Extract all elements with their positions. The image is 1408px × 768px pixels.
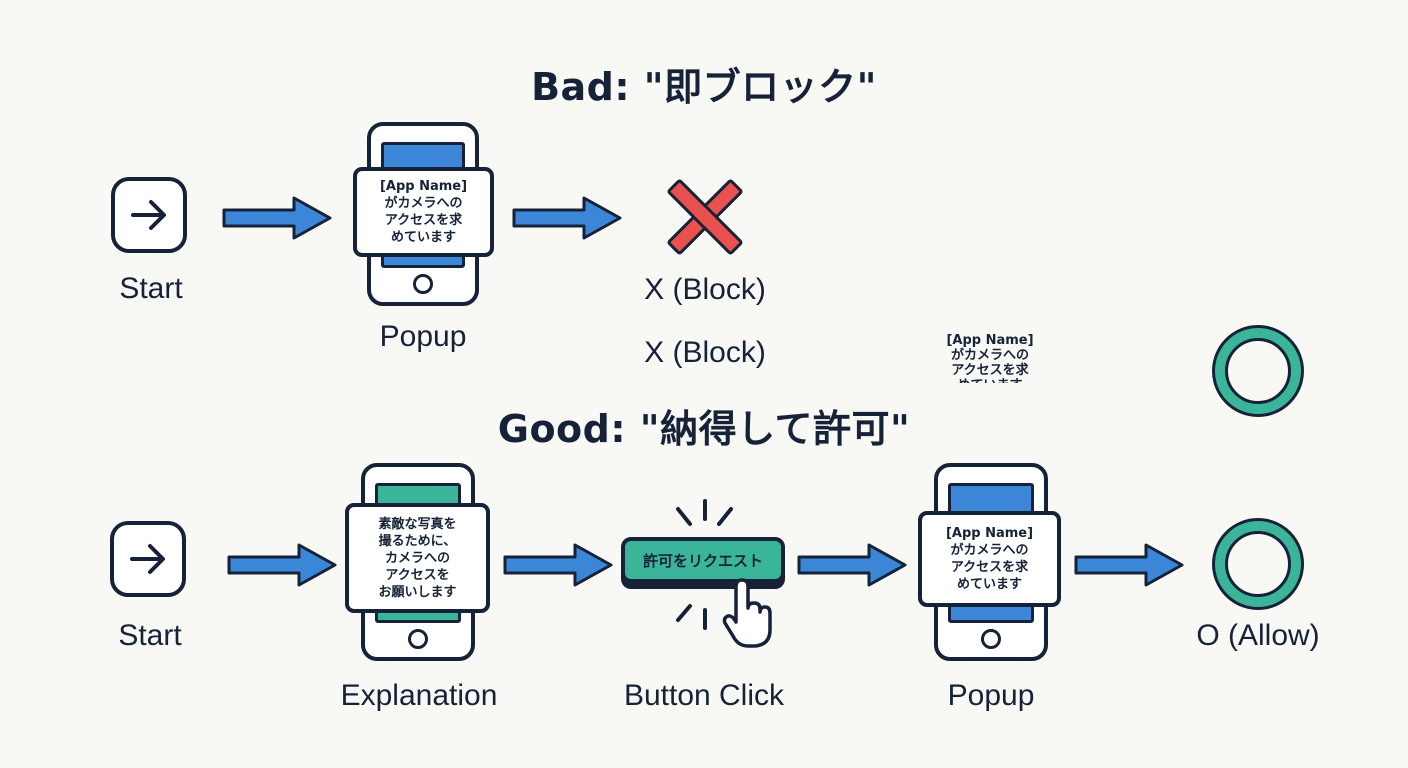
button-click-label: Button Click bbox=[623, 679, 785, 712]
flow-arrow bbox=[503, 543, 613, 587]
bad-start-node bbox=[111, 177, 187, 253]
good-permission-dialog: [App Name] がカメラへの アクセスを求 めています bbox=[918, 511, 1061, 607]
stray-dialog-text: [App Name] がカメラへの アクセスを求 めています bbox=[946, 333, 1034, 383]
flow-arrow bbox=[1074, 543, 1184, 587]
bad-permission-dialog: [App Name] がカメラへの アクセスを求 めています bbox=[353, 167, 494, 257]
home-button bbox=[981, 629, 1001, 649]
home-button bbox=[408, 629, 428, 649]
good-title: Good: "納得して許可" bbox=[497, 407, 911, 451]
pointer-hand-icon bbox=[722, 578, 772, 648]
good-start-node bbox=[110, 521, 186, 597]
arrow-right-icon bbox=[130, 544, 165, 574]
flow-arrow bbox=[797, 543, 907, 587]
flow-arrow bbox=[512, 196, 622, 240]
good-start-label: Start bbox=[118, 619, 182, 652]
explanation-dialog: 素敵な写真を 撮るために、 カメラへの アクセスを お願いします bbox=[345, 503, 490, 613]
good-popup-label: Popup bbox=[947, 679, 1035, 712]
arrow-right-icon bbox=[131, 200, 166, 230]
block-label-repeat: X (Block) bbox=[644, 336, 766, 369]
home-button bbox=[413, 274, 433, 294]
bad-popup-label: Popup bbox=[379, 320, 467, 353]
allow-label: O (Allow) bbox=[1196, 619, 1320, 652]
circle-icon bbox=[1212, 518, 1304, 610]
circle-icon bbox=[1212, 325, 1304, 417]
bad-start-label: Start bbox=[119, 272, 183, 305]
request-permission-button[interactable]: 許可をリクエスト bbox=[621, 537, 785, 583]
flow-arrow bbox=[227, 543, 337, 587]
bad-title: Bad: "即ブロック" bbox=[531, 65, 877, 109]
flow-arrow bbox=[222, 196, 332, 240]
click-burst-top bbox=[676, 499, 733, 526]
x-mark-icon bbox=[667, 179, 743, 255]
click-burst-bottom bbox=[676, 604, 707, 630]
explanation-label: Explanation bbox=[340, 679, 498, 712]
block-label: X (Block) bbox=[644, 273, 766, 306]
